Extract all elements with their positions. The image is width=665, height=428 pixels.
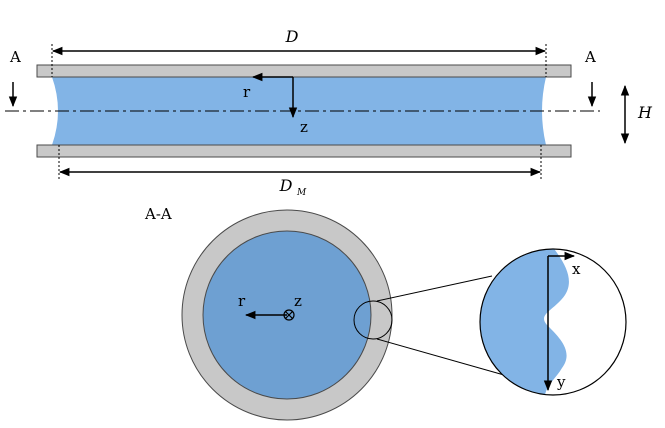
section-radial-axis-label: r (238, 292, 246, 310)
axial-axis-label: z (300, 118, 308, 136)
zoom-y-axis-label: y (556, 373, 566, 391)
side-view: D D M A A H r z (5, 27, 653, 198)
zoom-x-axis-label: x (572, 260, 581, 278)
meniscus-diameter-label: D (279, 176, 293, 195)
into-page-cross-icon (283, 309, 295, 321)
top-plate (36, 64, 572, 78)
zoom-connector-bottom (376, 338, 505, 376)
gap-label: H (637, 103, 653, 122)
section-marker-right-label: A (584, 48, 596, 66)
radial-axis-label: r (243, 83, 251, 101)
bottom-plate (36, 144, 572, 158)
section-view: A-A r z (144, 205, 505, 421)
zoom-connector-top (376, 275, 493, 302)
plate-diameter-label: D (285, 27, 299, 46)
meniscus-diameter-subscript: M (296, 188, 307, 198)
section-axial-axis-label: z (294, 292, 302, 310)
zoom-outline (479, 248, 627, 396)
zoom-view: x y (479, 248, 627, 396)
zoom-source-circle (353, 300, 393, 340)
section-title: A-A (144, 205, 172, 223)
section-marker-left-label: A (9, 48, 21, 66)
